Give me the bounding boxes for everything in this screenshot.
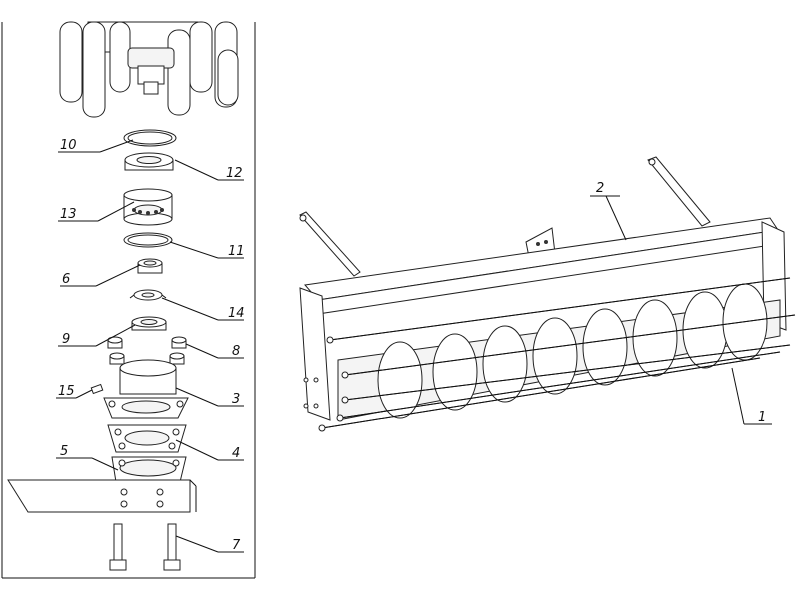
retaining-ring-part-10 <box>123 129 177 147</box>
bearing-part-13 <box>123 188 173 226</box>
callout-13: 13 <box>60 207 77 222</box>
bearing-housing-part-3 <box>103 359 189 419</box>
nut-part-9 <box>131 316 167 331</box>
callout-8: 8 <box>232 344 240 359</box>
callout-9: 9 <box>62 332 70 347</box>
callout-4: 4 <box>232 446 240 461</box>
callout-2: 2 <box>596 181 604 196</box>
callout-15: 15 <box>58 384 75 399</box>
callout-12: 12 <box>226 166 243 181</box>
bolts-part-7 <box>109 523 181 571</box>
callout-7: 7 <box>232 538 241 553</box>
seal-washer-part-12 <box>124 152 174 171</box>
callout-labels: 10 12 13 11 6 14 9 8 15 3 4 5 7 2 1 <box>58 138 766 553</box>
key-part-15 <box>90 383 104 395</box>
callout-1: 1 <box>758 410 766 425</box>
retaining-ring-part-11 <box>123 232 173 248</box>
callout-6: 6 <box>62 272 70 287</box>
frame-side-plate <box>7 479 197 513</box>
callout-11: 11 <box>228 244 245 259</box>
detail-panel-frame <box>1 22 256 579</box>
flange-plate-part-5 <box>111 456 187 483</box>
bushing-part-6 <box>137 258 163 274</box>
roller-rods <box>321 277 796 429</box>
callout-3: 3 <box>232 392 240 407</box>
callout-leaders <box>56 139 772 553</box>
callout-10: 10 <box>60 138 77 153</box>
nuts-part-8 <box>107 336 187 365</box>
lock-washer-part-14 <box>129 289 167 301</box>
gasket-plate-part-4 <box>107 424 187 453</box>
roller-hub-with-tubes <box>59 21 239 118</box>
callout-14: 14 <box>228 306 245 321</box>
roller-assembly <box>299 156 796 432</box>
callout-5: 5 <box>60 444 68 459</box>
